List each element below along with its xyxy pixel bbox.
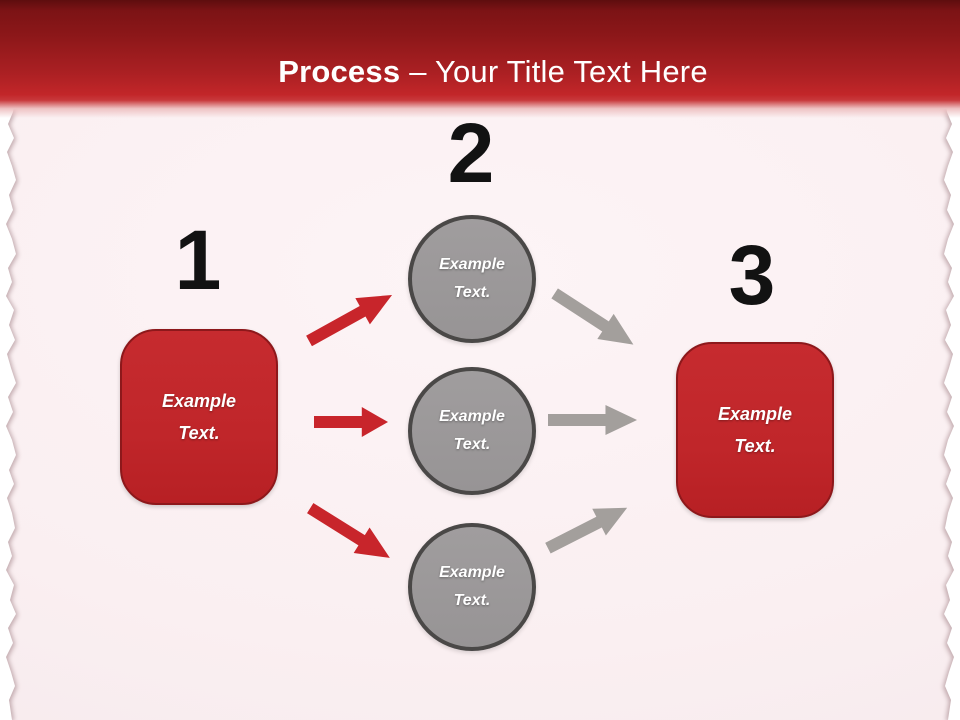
step2-circle-middle-label: Example Text. (439, 408, 505, 453)
red-arrow-up-right-icon (306, 294, 393, 347)
gray-arrow-down-right-icon (551, 288, 634, 345)
torn-paper-edge-right (944, 100, 960, 720)
step-number-2: 2 (447, 106, 495, 200)
gray-arrow-up-right-icon (545, 507, 628, 554)
step-number-3: 3 (728, 228, 776, 322)
header-band: Process– Your Title Text Here (0, 0, 960, 118)
gray-arrow-right-icon (548, 405, 637, 435)
step2-circle-middle: Example Text. (408, 367, 536, 495)
step3-box-label: Example Text. (717, 403, 793, 456)
step1-rounded-box: Example Text. (120, 329, 278, 505)
torn-paper-edge-left (0, 100, 16, 720)
step3-rounded-box: Example Text. (676, 342, 834, 518)
title-bold-segment: Process (278, 54, 401, 89)
step2-circle-bottom-label: Example Text. (439, 564, 505, 609)
step2-circle-top-label: Example Text. (439, 256, 505, 301)
step1-box-label: Example Text. (161, 390, 237, 443)
step2-circle-bottom: Example Text. (408, 523, 536, 651)
red-arrow-down-right-icon (306, 503, 390, 558)
step2-circle-top: Example Text. (408, 215, 536, 343)
slide-title: Process– Your Title Text Here (0, 54, 960, 90)
red-arrow-right-icon (314, 407, 388, 437)
title-regular-segment: – Your Title Text Here (409, 54, 708, 89)
step-number-1: 1 (174, 213, 222, 307)
